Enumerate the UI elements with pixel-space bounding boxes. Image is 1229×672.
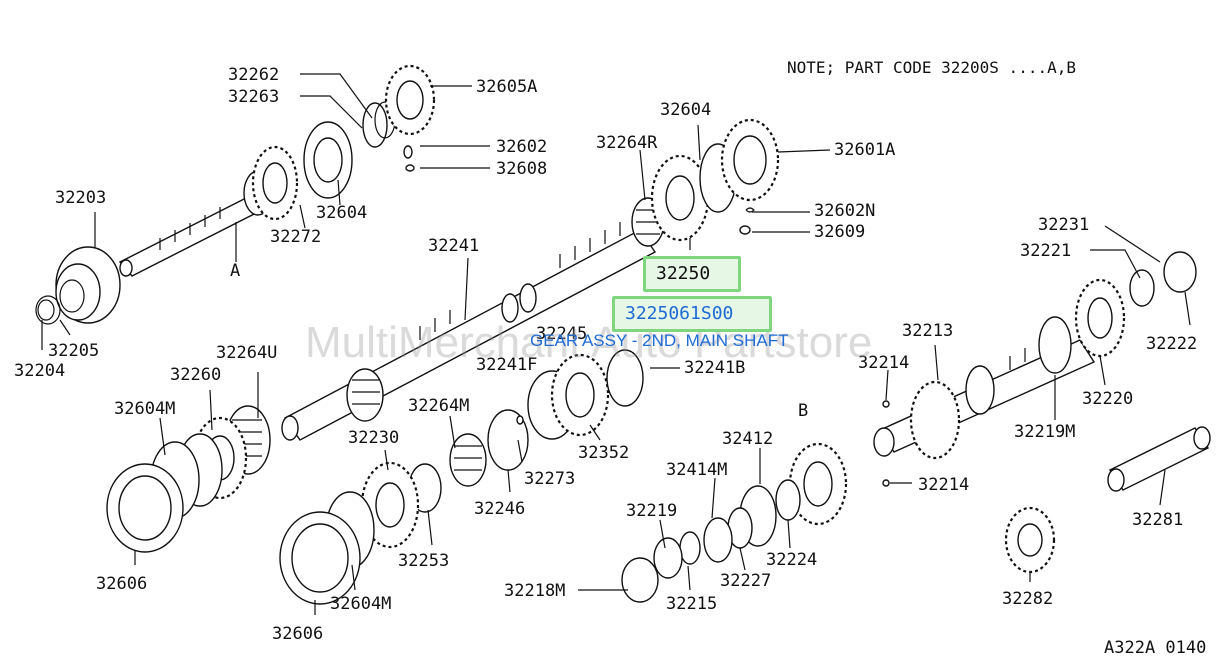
label-32609: 32609 [814,222,865,242]
label-32241F: 32241F [476,355,537,375]
label-32224: 32224 [766,550,817,570]
label-32260: 32260 [170,365,221,385]
note-text: NOTE; PART CODE 32200S ....A,B [787,58,1076,77]
label-32241B: 32241B [684,358,745,378]
label-32203: 32203 [55,188,106,208]
label-32282: 32282 [1002,589,1053,609]
label-32246: 32246 [474,499,525,519]
label-32264M: 32264M [408,396,469,416]
label-32214-bot: 32214 [918,475,969,495]
highlight-catalog-number: 3225061S00 [625,303,734,324]
label-32219: 32219 [626,501,677,521]
label-32604M-low: 32604M [330,594,391,614]
label-32604M-left: 32604M [114,399,175,419]
label-32219M: 32219M [1014,422,1075,442]
label-32222: 32222 [1146,334,1197,354]
label-32602: 32602 [496,137,547,157]
footer-code: A322A 0140 [1104,638,1206,658]
highlight-description[interactable]: GEAR ASSY - 2ND, MAIN SHAFT [530,331,789,350]
label-32262: 32262 [228,65,279,85]
label-32214-top: 32214 [858,353,909,373]
label-32231: 32231 [1038,215,1089,235]
label-32227: 32227 [720,571,771,591]
label-32412: 32412 [722,429,773,449]
marker-a: A [230,261,240,281]
label-32245: 32245 [536,324,587,344]
label-32281: 32281 [1132,510,1183,530]
label-32606-low: 32606 [272,624,323,644]
label-32601A: 32601A [834,140,895,160]
leader-lines [41,73,1191,615]
label-32605A: 32605A [476,77,537,97]
counter-shaft-assembly [35,64,436,325]
main-shaft-gears [106,349,644,605]
label-32608: 32608 [496,159,547,179]
marker-b: B [798,401,808,421]
label-32215: 32215 [666,594,717,614]
counter-gear-shaft [873,251,1211,574]
label-32221: 32221 [1020,241,1071,261]
part-labels: NOTE; PART CODE 32200S ....A,B 32262 322… [14,58,1206,658]
second-gear-assembly [631,118,780,247]
label-32602N: 32602N [814,201,875,221]
label-32204: 32204 [14,361,65,381]
label-32414M: 32414M [666,460,727,480]
label-32213: 32213 [902,321,953,341]
label-32272: 32272 [270,227,321,247]
highlight-part-number: 32250 [656,263,711,284]
label-32205: 32205 [48,341,99,361]
highlight-part-number-box[interactable]: 32250 [643,256,741,292]
label-32264U: 32264U [216,343,277,363]
label-32241: 32241 [428,236,479,256]
label-32273: 32273 [524,469,575,489]
label-32264R: 32264R [596,133,658,153]
label-32604-top: 32604 [316,203,367,223]
label-32604-mid: 32604 [660,100,711,120]
label-32253: 32253 [398,551,449,571]
label-32263: 32263 [228,87,279,107]
label-32606-left: 32606 [96,574,147,594]
label-32230: 32230 [348,428,399,448]
label-32220: 32220 [1082,389,1133,409]
highlight-catalog-number-box[interactable]: 3225061S00 [612,296,772,332]
label-32218M: 32218M [504,581,565,601]
reverse-gear-set [621,442,848,603]
label-32352: 32352 [578,443,629,463]
